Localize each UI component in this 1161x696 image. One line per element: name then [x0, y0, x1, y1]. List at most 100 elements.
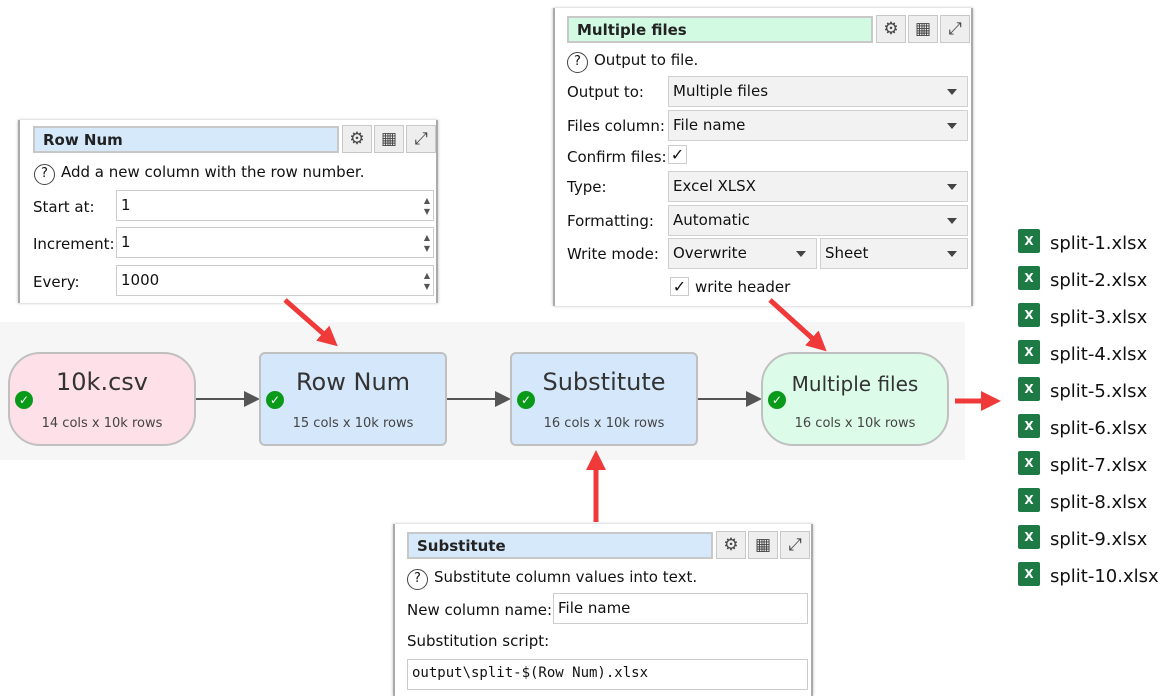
output-to-label: Output to:: [567, 83, 644, 101]
check-circle-icon: ✓: [15, 391, 33, 409]
node-subtitle: 16 cols x 10k rows: [543, 416, 665, 431]
node-substitute[interactable]: Substitute 16 cols x 10k rows ✓: [510, 352, 698, 446]
type-label: Type:: [567, 178, 607, 196]
check-circle-icon: ✓: [266, 391, 284, 409]
excel-file-icon: X: [1018, 488, 1040, 512]
node-subtitle: 15 cols x 10k rows: [292, 416, 414, 431]
file-name: split-7.xlsx: [1050, 455, 1148, 476]
settings-button[interactable]: ⚙: [716, 531, 746, 559]
help-text: Substitute column values into text.: [434, 568, 698, 586]
expand-button[interactable]: ⤢: [406, 125, 436, 153]
output-panel: Multiple files ⚙ ▦ ⤢ ? Output to file. Ou…: [553, 8, 973, 306]
excel-file-icon: X: [1018, 340, 1040, 364]
help-text: Output to file.: [594, 51, 699, 69]
spinner-icon[interactable]: ▲▼: [423, 271, 430, 291]
chevron-down-icon: [947, 218, 957, 224]
write-target-select[interactable]: Sheet: [820, 238, 968, 269]
write-mode-select[interactable]: Overwrite: [668, 238, 817, 269]
output-to-select[interactable]: Multiple files: [668, 76, 968, 107]
panel-title[interactable]: Row Num: [33, 126, 339, 153]
callout-arrow: [768, 298, 827, 352]
chevron-down-icon: [947, 89, 957, 95]
settings-button[interactable]: ⚙: [342, 125, 372, 153]
files-column-value: File name: [673, 116, 746, 134]
script-input[interactable]: output\split-$(Row Num).xlsx: [407, 659, 808, 690]
excel-file-icon: X: [1018, 303, 1040, 327]
files-column-label: Files column:: [567, 117, 665, 135]
write-mode-label: Write mode:: [567, 245, 659, 263]
formatting-select[interactable]: Automatic: [668, 205, 968, 236]
help-text: Add a new column with the row number.: [61, 163, 365, 181]
excel-file-icon: X: [1018, 414, 1040, 438]
table-view-button[interactable]: ▦: [748, 531, 778, 559]
new-column-label: New column name:: [407, 601, 553, 619]
formatting-value: Automatic: [673, 211, 750, 229]
confirm-files-label: Confirm files:: [567, 148, 667, 166]
chevron-down-icon: [947, 184, 957, 190]
script-label: Substitution script:: [407, 632, 550, 650]
spinner-icon[interactable]: ▲▼: [423, 233, 430, 253]
type-select[interactable]: Excel XLSX: [668, 171, 968, 202]
help-icon[interactable]: ?: [34, 164, 55, 185]
file-name: split-4.xlsx: [1050, 344, 1148, 365]
excel-file-icon: X: [1018, 229, 1040, 253]
excel-file-icon: X: [1018, 525, 1040, 549]
table-view-button[interactable]: ▦: [908, 15, 938, 43]
node-10k-csv[interactable]: 10k.csv 14 cols x 10k rows ✓: [8, 352, 196, 446]
row-num-panel: Row Num ⚙ ▦ ⤢ ? Add a new column with the…: [18, 120, 438, 303]
help-line: ? Output to file.: [567, 51, 698, 73]
file-name: split-1.xlsx: [1050, 233, 1148, 254]
formatting-label: Formatting:: [567, 212, 654, 230]
panel-title[interactable]: Multiple files: [567, 16, 873, 43]
excel-file-icon: X: [1018, 562, 1040, 586]
table-view-button[interactable]: ▦: [374, 125, 404, 153]
check-circle-icon: ✓: [517, 391, 535, 409]
chevron-down-icon: [947, 123, 957, 129]
file-name: split-6.xlsx: [1050, 418, 1148, 439]
every-input[interactable]: 1000▲▼: [116, 265, 434, 296]
files-column-select[interactable]: File name: [668, 110, 968, 141]
chevron-down-icon: [796, 251, 806, 257]
file-name: split-9.xlsx: [1050, 529, 1148, 550]
increment-label: Increment:: [33, 235, 115, 253]
spinner-icon[interactable]: ▲▼: [423, 196, 430, 216]
expand-button[interactable]: ⤢: [940, 15, 970, 43]
excel-file-icon: X: [1018, 451, 1040, 475]
file-name: split-3.xlsx: [1050, 307, 1148, 328]
node-title: Substitute: [542, 368, 666, 396]
expand-button[interactable]: ⤢: [780, 531, 810, 559]
increment-input[interactable]: 1▲▼: [116, 227, 434, 258]
node-multiple-files[interactable]: Multiple files 16 cols x 10k rows ✓: [761, 352, 949, 446]
node-row-num[interactable]: Row Num 15 cols x 10k rows ✓: [259, 352, 447, 446]
output-to-value: Multiple files: [673, 82, 769, 100]
start-at-input[interactable]: 1▲▼: [116, 190, 434, 221]
file-name: split-10.xlsx: [1050, 566, 1159, 587]
new-column-input[interactable]: File name: [553, 593, 808, 624]
help-line: ? Add a new column with the row number.: [34, 163, 365, 185]
excel-file-icon: X: [1018, 266, 1040, 290]
file-name: split-2.xlsx: [1050, 270, 1148, 291]
write-header-label: write header: [695, 278, 791, 296]
new-column-value: File name: [558, 599, 631, 617]
callout-arrow: [283, 298, 338, 347]
help-icon[interactable]: ?: [407, 569, 428, 590]
panel-title[interactable]: Substitute: [407, 532, 713, 559]
every-label: Every:: [33, 273, 80, 291]
confirm-files-checkbox[interactable]: ✓: [668, 145, 687, 164]
type-value: Excel XLSX: [673, 177, 756, 195]
write-header-checkbox[interactable]: ✓: [670, 277, 689, 296]
check-circle-icon: ✓: [768, 391, 786, 409]
help-icon[interactable]: ?: [567, 52, 588, 73]
settings-button[interactable]: ⚙: [876, 15, 906, 43]
